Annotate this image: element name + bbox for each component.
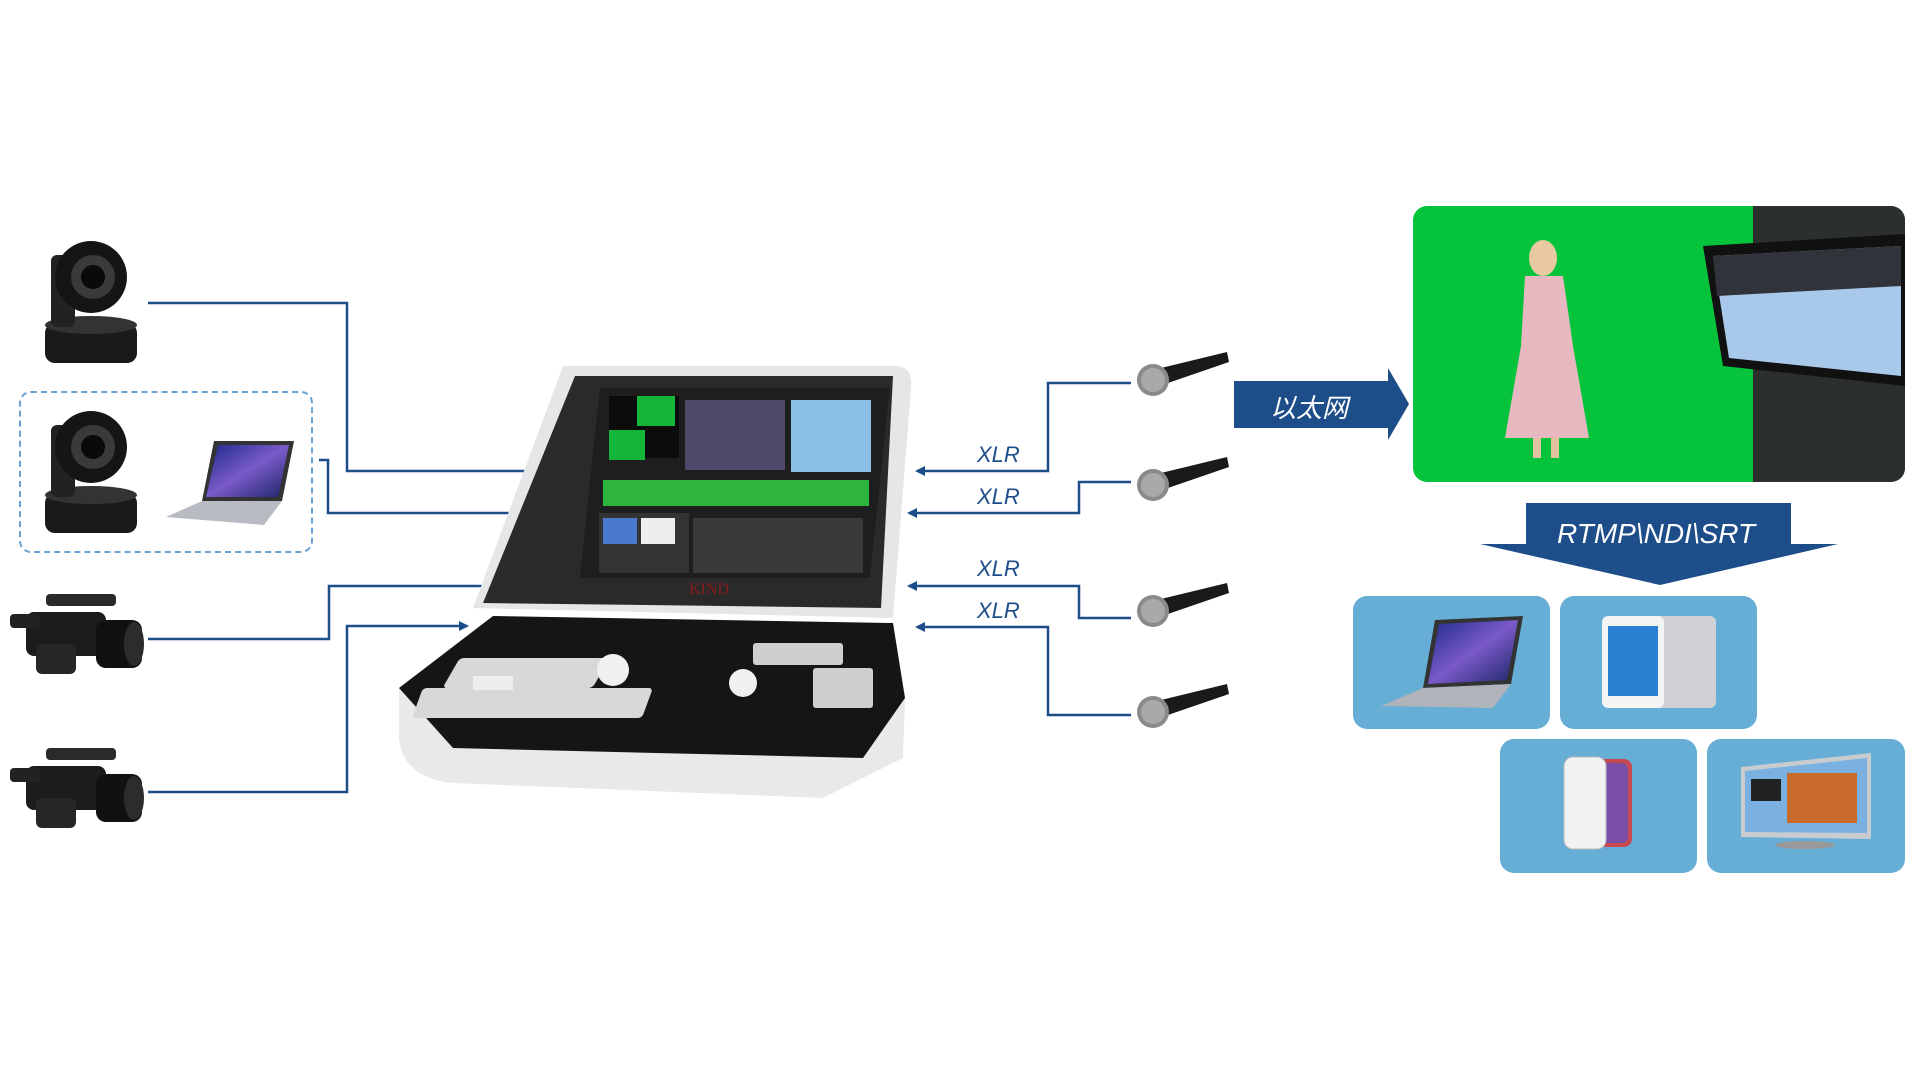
xlr-label-3: XLR <box>977 556 1020 581</box>
wire-mic1 <box>915 381 1131 476</box>
output-laptop-tile <box>1353 596 1550 729</box>
output-phone-tile <box>1500 739 1697 873</box>
laptop-icon <box>1381 616 1523 708</box>
microphone-icon <box>1137 684 1229 728</box>
microphone-icon <box>1137 457 1229 501</box>
microphone-icon <box>1137 583 1229 627</box>
tablet-icon <box>1602 616 1716 708</box>
streaming-protocols-label: RTMP\NDI\SRT <box>1557 518 1756 549</box>
output-smart-tv-tile <box>1707 739 1905 873</box>
ethernet-arrow <box>1234 368 1409 440</box>
ptz-laptop-group <box>19 391 313 553</box>
switcher-illustration: KIND <box>399 366 912 798</box>
smart-tv-icon <box>1741 753 1871 849</box>
green-screen-studio-image <box>1413 206 1905 482</box>
wire-mic3 <box>907 581 1131 620</box>
wire-camcorder1 <box>148 581 515 641</box>
wire-ptz2-laptop <box>319 458 534 518</box>
output-tablet-tile <box>1560 596 1757 729</box>
ptz-camera-icon <box>45 411 137 533</box>
xlr-label-1: XLR <box>977 442 1020 467</box>
video-switcher: KIND <box>393 358 913 803</box>
wire-mic4 <box>915 622 1131 717</box>
smartphone-icon <box>1563 756 1632 850</box>
ethernet-label: 以太网 <box>1270 393 1349 423</box>
laptop-icon <box>166 441 294 525</box>
camcorder-icon <box>10 748 144 828</box>
wire-ptz1 <box>148 301 542 476</box>
streaming-arrow <box>1480 503 1838 585</box>
camcorder-icon <box>10 594 144 674</box>
kind-logo: KIND <box>689 581 729 598</box>
microphone-icon <box>1137 352 1229 396</box>
wire-mic2 <box>907 480 1131 518</box>
ptz-camera-icon <box>45 241 137 363</box>
wire-camcorder2 <box>148 621 469 794</box>
xlr-label-4: XLR <box>977 598 1020 623</box>
xlr-label-2: XLR <box>977 484 1020 509</box>
